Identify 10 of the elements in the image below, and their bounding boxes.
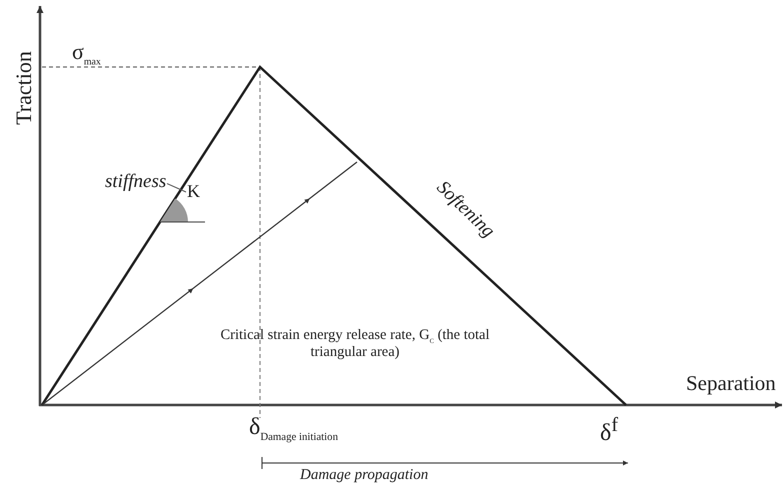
callout-label: stiffness: [105, 172, 166, 193]
dimension-label: Damage propagation: [300, 467, 428, 484]
axis-label: Traction: [12, 51, 36, 125]
tick-label: δ$_{Damage initiation}$: [249, 414, 338, 444]
area-annotation: Critical strain energy release rate, G$_{C}$ (the total triangular area): [219, 328, 491, 361]
tick-label: δ$^{f}$: [600, 414, 618, 446]
stiffness-symbol: K: [187, 182, 200, 202]
leader-line: [166, 183, 186, 192]
sigma-max-label: σ$_{max}$: [72, 40, 101, 68]
axis-label: Separation: [686, 372, 776, 396]
